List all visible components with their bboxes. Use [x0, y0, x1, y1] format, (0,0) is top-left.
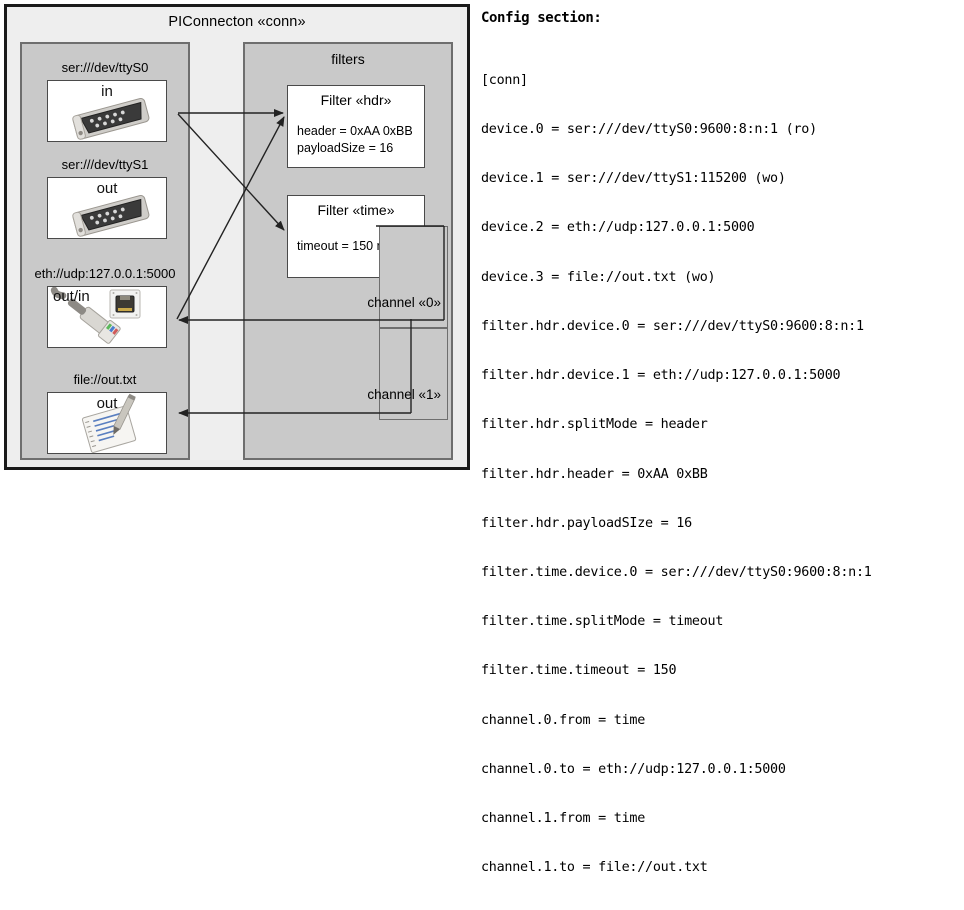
config-section: Config section: [conn] device.0 = ser://…: [481, 6, 959, 910]
config-line: filter.hdr.device.1 = eth://udp:127.0.0.…: [481, 368, 841, 384]
serial-port-icon: [72, 97, 150, 140]
filter-box-hdr[interactable]: Filter «hdr» header = 0xAA 0xBB payloadS…: [287, 85, 425, 168]
config-line: device.3 = file://out.txt (wo): [481, 269, 716, 285]
filters-group: filters Filter «hdr» header = 0xAA 0xBB …: [243, 42, 453, 460]
devices-group: ser:///dev/ttyS0 in: [20, 42, 190, 460]
config-line: device.0 = ser:///dev/ttyS0:9600:8:n:1 (…: [481, 122, 817, 138]
device-box-ttys0[interactable]: in: [47, 80, 167, 142]
config-line: [conn]: [481, 72, 528, 88]
device-box-ttys1[interactable]: out: [47, 177, 167, 239]
config-line: filter.time.timeout = 150: [481, 663, 677, 679]
connection-diagram: PIConnecton «conn» ser:///dev/ttyS0 in: [4, 4, 470, 470]
channel-label-0: channel «0»: [367, 295, 441, 310]
config-line: channel.1.to = file://out.txt: [481, 860, 708, 876]
config-line: channel.1.from = time: [481, 811, 646, 827]
ethernet-icon: [50, 287, 141, 344]
config-lines: [conn] device.0 = ser:///dev/ttyS0:9600:…: [481, 40, 959, 910]
config-line: filter.time.device.0 = ser:///dev/ttyS0:…: [481, 565, 872, 580]
device-io-eth: out/in: [53, 288, 90, 305]
config-line: device.2 = eth://udp:127.0.0.1:5000: [481, 220, 755, 236]
device-io-ttys0: in: [101, 83, 113, 100]
diagram-title: PIConnecton «conn»: [168, 14, 306, 30]
config-line: filter.hdr.splitMode = header: [481, 417, 708, 433]
filter-prop-time-timeout: timeout = 150 ms: [297, 239, 394, 253]
config-line: channel.0.from = time: [481, 712, 646, 728]
serial-port-icon: [72, 194, 150, 237]
channel-label-1: channel «1»: [367, 387, 441, 402]
filter-prop-hdr-payload: payloadSize = 16: [297, 141, 394, 155]
device-io-file: out: [96, 395, 118, 412]
device-box-file[interactable]: out: [47, 392, 167, 454]
text-file-icon: [81, 393, 137, 453]
channel-box-1[interactable]: [379, 328, 448, 420]
filters-group-title: filters: [331, 51, 365, 67]
device-io-ttys1: out: [96, 180, 118, 197]
filter-title-hdr: Filter «hdr»: [320, 92, 392, 108]
device-label-file: file://out.txt: [73, 372, 137, 387]
config-heading: Config section:: [481, 10, 602, 26]
config-line: filter.time.splitMode = timeout: [481, 614, 724, 630]
filter-prop-hdr-header: header = 0xAA 0xBB: [297, 124, 413, 138]
filter-title-time: Filter «time»: [317, 202, 395, 218]
device-box-eth[interactable]: out/in: [47, 286, 167, 348]
config-line: device.1 = ser:///dev/ttyS1:115200 (wo): [481, 171, 786, 187]
device-label-ttys0: ser:///dev/ttyS0: [61, 60, 149, 75]
config-line: filter.hdr.header = 0xAA 0xBB: [481, 466, 708, 482]
device-label-eth: eth://udp:127.0.0.1:5000: [34, 266, 176, 281]
config-line: filter.hdr.device.0 = ser:///dev/ttyS0:9…: [481, 318, 864, 334]
config-line: filter.hdr.payloadSIze = 16: [481, 515, 692, 531]
device-label-ttys1: ser:///dev/ttyS1: [61, 157, 149, 172]
config-line: channel.0.to = eth://udp:127.0.0.1:5000: [481, 761, 786, 777]
screenshot-root: PIConnecton «conn» ser:///dev/ttyS0 in: [4, 4, 872, 875]
channel-box-0[interactable]: [379, 226, 448, 328]
